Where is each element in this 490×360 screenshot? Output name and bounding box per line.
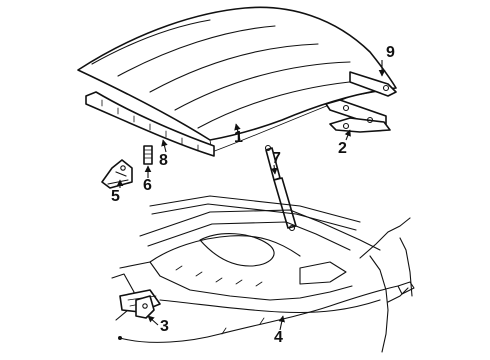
callout-5: 5 (111, 188, 120, 205)
callout-3: 3 (160, 318, 169, 335)
hood-rear-retainer (349, 71, 397, 97)
engine-compartment (111, 195, 413, 353)
callout-9: 9 (386, 44, 395, 61)
callout-8: 8 (159, 152, 168, 169)
callout-7: 7 (272, 150, 281, 167)
hood-panel (77, 6, 397, 153)
hood-hinge (325, 99, 391, 133)
callout-2: 2 (338, 140, 347, 157)
callout-4: 4 (274, 329, 283, 346)
hood-latch-upper (101, 159, 133, 189)
callout-1: 1 (234, 129, 243, 146)
seal-strip (85, 91, 215, 157)
release-cable (118, 281, 415, 343)
callout-6: 6 (143, 177, 152, 194)
hood-latch-lower (135, 295, 155, 319)
hood-bumper (143, 145, 153, 165)
leader-lines (116, 60, 386, 331)
